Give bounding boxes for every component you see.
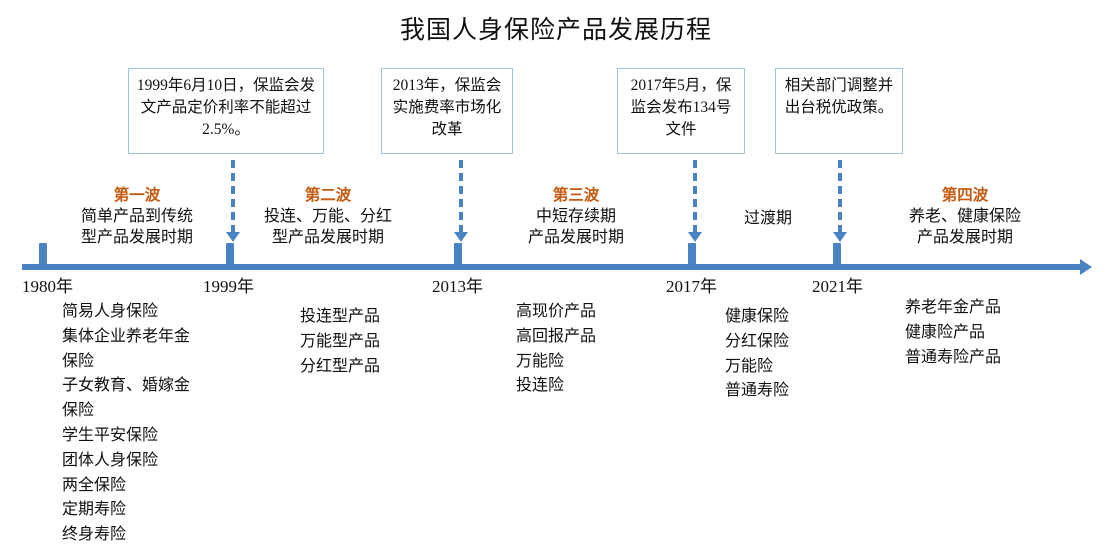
product-list-1999: 投连型产品 万能型产品 分红型产品 <box>300 305 470 379</box>
callout-box-2021: 相关部门调整并出台税优政策。 <box>775 68 903 154</box>
product-list-items: 简易人身保险 集体企业养老年金 保险 子女教育、婚嫁金 保险 学生平安保险 团体… <box>62 303 191 544</box>
axis-tick-1999 <box>226 243 234 265</box>
callout-box-2017: 2017年5月，保监会发布134号文件 <box>617 68 745 154</box>
product-list-1980: 简易人身保险 集体企业养老年金 保险 子女教育、婚嫁金 保险 学生平安保险 团体… <box>62 300 242 548</box>
connector-stem <box>231 160 235 233</box>
axis-year-2017: 2017年 <box>666 277 717 296</box>
axis-year-1980: 1980年 <box>22 277 73 296</box>
phase-desc-4: 养老、健康保险 产品发展时期 <box>908 208 1021 246</box>
product-list-items: 高现价产品 高回报产品 万能险 投连险 <box>516 303 597 395</box>
phase-label-3: 第三波 中短存续期 产品发展时期 <box>496 186 656 249</box>
connector-arrowhead <box>833 232 847 242</box>
phase-label-1: 第一波 简单产品到传统 型产品发展时期 <box>52 186 222 249</box>
connector-arrow-1999 <box>226 160 240 242</box>
phase-label-4: 第四波 养老、健康保险 产品发展时期 <box>875 186 1055 249</box>
phase-title-1: 第一波 <box>113 187 161 204</box>
axis-tick-2017 <box>688 243 696 265</box>
transition-period-label: 过渡期 <box>743 210 792 227</box>
axis-tick-1980 <box>39 243 47 265</box>
connector-arrow-2013 <box>454 160 468 242</box>
connector-stem <box>838 160 842 233</box>
phase-title-3: 第三波 <box>552 187 600 204</box>
product-list-2013: 高现价产品 高回报产品 万能险 投连险 <box>516 300 686 399</box>
product-list-items: 投连型产品 万能型产品 分红型产品 <box>300 308 381 375</box>
connector-arrow-2021 <box>833 160 847 242</box>
product-list-items: 养老年金产品 健康险产品 普通寿险产品 <box>905 299 1002 366</box>
product-list-2017: 健康保险 分红保险 万能险 普通寿险 <box>725 305 895 404</box>
connector-stem <box>459 160 463 233</box>
timeline-axis-arrowhead <box>1080 259 1092 275</box>
connector-arrow-2017 <box>688 160 702 242</box>
page-title: 我国人身保险产品发展历程 <box>399 17 712 44</box>
phase-desc-3: 中短存续期 产品发展时期 <box>527 208 624 246</box>
axis-year-2021: 2021年 <box>812 277 863 296</box>
callout-box-1999: 1999年6月10日，保监会发文产品定价利率不能超过2.5%。 <box>128 68 324 154</box>
axis-tick-2013 <box>454 243 462 265</box>
product-list-2021: 养老年金产品 健康险产品 普通寿险产品 <box>905 296 1085 370</box>
timeline-axis <box>22 264 1082 270</box>
connector-arrowhead <box>226 232 240 242</box>
phase-desc-1: 简单产品到传统 型产品发展时期 <box>80 208 193 246</box>
connector-arrowhead <box>454 232 468 242</box>
connector-arrowhead <box>688 232 702 242</box>
connector-stem <box>693 160 697 233</box>
phase-desc-2: 投连、万能、分红 型产品发展时期 <box>263 208 392 246</box>
callout-box-2013: 2013年，保监会实施费率市场化改革 <box>381 68 513 154</box>
phase-label-2: 第二波 投连、万能、分红 型产品发展时期 <box>238 186 418 249</box>
phase-title-4: 第四波 <box>941 187 989 204</box>
axis-year-2013: 2013年 <box>432 277 483 296</box>
phase-title-2: 第二波 <box>304 187 352 204</box>
axis-tick-2021 <box>833 243 841 265</box>
axis-year-1999: 1999年 <box>203 277 254 296</box>
product-list-items: 健康保险 分红保险 万能险 普通寿险 <box>725 308 790 400</box>
